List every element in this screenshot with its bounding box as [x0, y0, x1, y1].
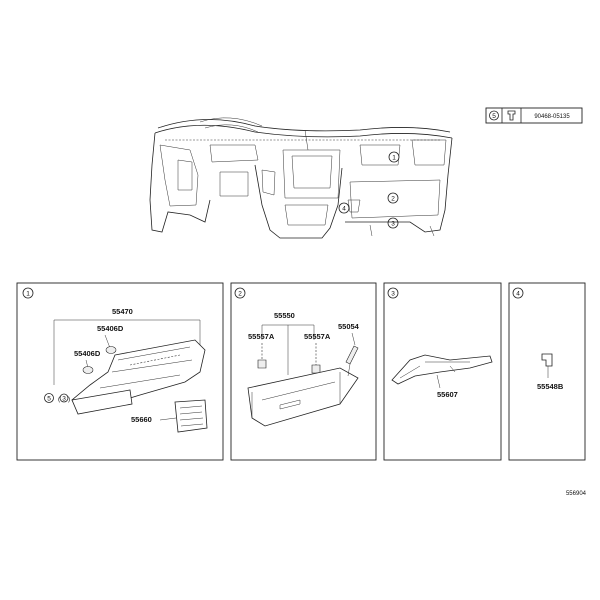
overview-callout-3: 3	[391, 221, 395, 228]
panel-1-ref-3: 3	[62, 396, 66, 403]
panel-4-frame	[508, 282, 586, 461]
svg-text:): )	[68, 396, 70, 403]
label-55557a-right: 55557A	[304, 332, 331, 341]
label-55550: 55550	[274, 311, 295, 320]
panel-2-index: 2	[238, 291, 242, 298]
svg-text:(: (	[58, 396, 61, 403]
panel-1-frame	[16, 282, 224, 461]
label-55054: 55054	[338, 322, 360, 331]
callout-index: 5	[492, 113, 496, 120]
clip-55406d-upper	[105, 346, 117, 354]
overview-callout-1: 1	[392, 155, 396, 162]
overview-callout-2: 2	[391, 196, 395, 203]
callout-circle	[489, 110, 499, 121]
callout-box-frame	[485, 107, 583, 124]
panel-4-bracket: 4 55548B	[508, 282, 586, 461]
panel-3-panel-reinforcement: 3 55607	[383, 282, 502, 461]
panel-2-glove-compartment: 2 55550 55557A 55557A 55054	[230, 282, 377, 461]
panel-2-frame	[230, 282, 377, 461]
panel-1-ref-5: 5	[47, 396, 51, 403]
clip-icon	[507, 110, 516, 121]
label-55406d-lower: 55406D	[74, 349, 101, 358]
label-55470: 55470	[112, 307, 133, 316]
panel-1-glove-box-panel: 1 55470 55406D 55406D 5 ( 3 ) 55660	[16, 282, 224, 461]
panel-1-index: 1	[26, 291, 30, 298]
fastener-callout-box: 5 90468-05135	[485, 107, 583, 124]
bracket-55548b	[541, 353, 553, 367]
label-55557a-left: 55557A	[248, 332, 275, 341]
panel-4-index: 4	[516, 291, 520, 298]
label-55607: 55607	[437, 390, 458, 399]
clip-55406d-lower	[82, 366, 94, 374]
panel-3-frame	[383, 282, 502, 461]
illustration-code: 556904	[566, 491, 587, 497]
stopper-right	[311, 364, 321, 374]
panel-3-index: 3	[391, 291, 395, 298]
instrument-panel-overview: 1 2 4 3	[149, 117, 453, 239]
fastener-part-number: 90468-05135	[534, 114, 570, 120]
label-55548b: 55548B	[537, 382, 564, 391]
stopper-left	[257, 359, 267, 369]
overview-callout-4: 4	[342, 206, 346, 213]
label-55406d-upper: 55406D	[97, 324, 124, 333]
label-55660: 55660	[131, 415, 152, 424]
